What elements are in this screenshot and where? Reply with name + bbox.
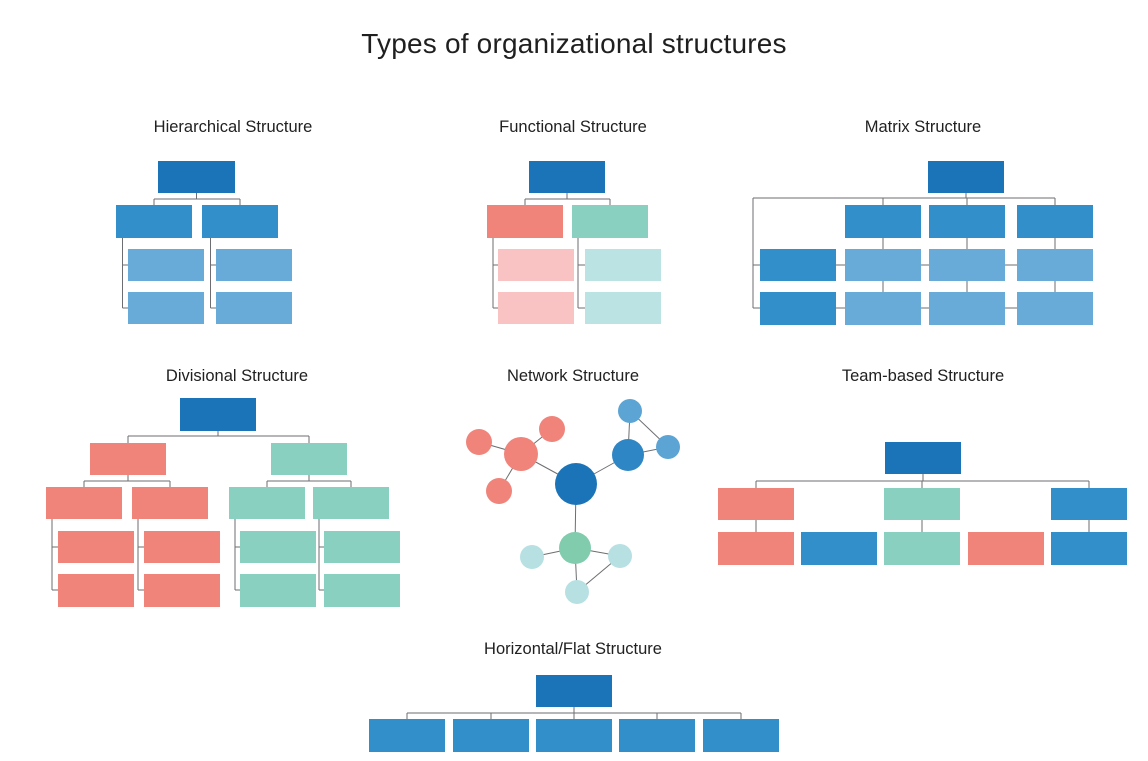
panel-title: Horizontal/Flat Structure	[484, 640, 662, 658]
org-box	[845, 205, 921, 238]
org-box	[1051, 532, 1127, 565]
org-box	[536, 675, 612, 707]
org-box	[144, 574, 220, 607]
panel-title: Functional Structure	[499, 118, 647, 136]
org-box	[1017, 292, 1093, 325]
org-box	[760, 292, 836, 325]
org-box	[240, 531, 316, 563]
org-box	[324, 531, 400, 563]
panel-title: Hierarchical Structure	[154, 118, 313, 136]
org-box	[760, 249, 836, 281]
panel-hierarchical: Hierarchical Structure	[116, 118, 312, 324]
panel-title: Matrix Structure	[865, 118, 981, 136]
org-box	[216, 292, 292, 324]
org-box	[132, 487, 208, 519]
org-box	[845, 292, 921, 325]
org-box	[498, 292, 574, 324]
org-box	[884, 532, 960, 565]
org-box	[216, 249, 292, 281]
network-node	[612, 439, 644, 471]
panel-team-based: Team-based Structure	[718, 367, 1127, 565]
network-node	[618, 399, 642, 423]
org-box	[529, 161, 605, 193]
org-box	[369, 719, 445, 752]
org-box	[845, 249, 921, 281]
panel-functional: Functional Structure	[487, 118, 661, 324]
org-box	[536, 719, 612, 752]
org-box	[968, 532, 1044, 565]
org-box	[240, 574, 316, 607]
org-box	[229, 487, 305, 519]
panel-title: Network Structure	[507, 367, 639, 385]
org-box	[90, 443, 166, 475]
org-box	[928, 161, 1004, 193]
panel-matrix: Matrix Structure	[752, 118, 1093, 325]
org-box	[180, 398, 256, 431]
org-box	[718, 532, 794, 565]
org-box	[158, 161, 235, 193]
panel-title: Team-based Structure	[842, 367, 1004, 385]
panel-horizontal-flat: Horizontal/Flat Structure	[369, 640, 779, 752]
org-box	[703, 719, 779, 752]
org-box	[929, 249, 1005, 281]
org-box	[128, 249, 204, 281]
org-box	[929, 205, 1005, 238]
network-node	[504, 437, 538, 471]
org-box	[453, 719, 529, 752]
org-box	[718, 488, 794, 520]
org-box	[271, 443, 347, 475]
org-box	[58, 531, 134, 563]
org-box	[144, 531, 220, 563]
org-box	[498, 249, 574, 281]
org-box	[313, 487, 389, 519]
org-box	[324, 574, 400, 607]
panel-title: Divisional Structure	[166, 367, 308, 385]
page-title: Types of organizational structures	[361, 28, 787, 59]
panel-network: Network Structure	[466, 367, 680, 604]
org-box	[929, 292, 1005, 325]
org-box	[885, 442, 961, 474]
org-box	[128, 292, 204, 324]
org-box	[487, 205, 563, 238]
org-box	[1017, 205, 1093, 238]
org-box	[572, 205, 648, 238]
network-node	[608, 544, 632, 568]
network-node	[520, 545, 544, 569]
org-box	[202, 205, 278, 238]
network-node	[559, 532, 591, 564]
network-node	[539, 416, 565, 442]
org-box	[116, 205, 192, 238]
network-node	[466, 429, 492, 455]
network-node	[486, 478, 512, 504]
org-box	[801, 532, 877, 565]
network-node	[555, 463, 597, 505]
org-box	[1017, 249, 1093, 281]
org-box	[619, 719, 695, 752]
org-box	[884, 488, 960, 520]
network-node	[656, 435, 680, 459]
org-box	[585, 292, 661, 324]
org-box	[1051, 488, 1127, 520]
network-node	[565, 580, 589, 604]
panel-divisional: Divisional Structure	[46, 367, 400, 607]
org-box	[58, 574, 134, 607]
org-box	[46, 487, 122, 519]
org-box	[585, 249, 661, 281]
